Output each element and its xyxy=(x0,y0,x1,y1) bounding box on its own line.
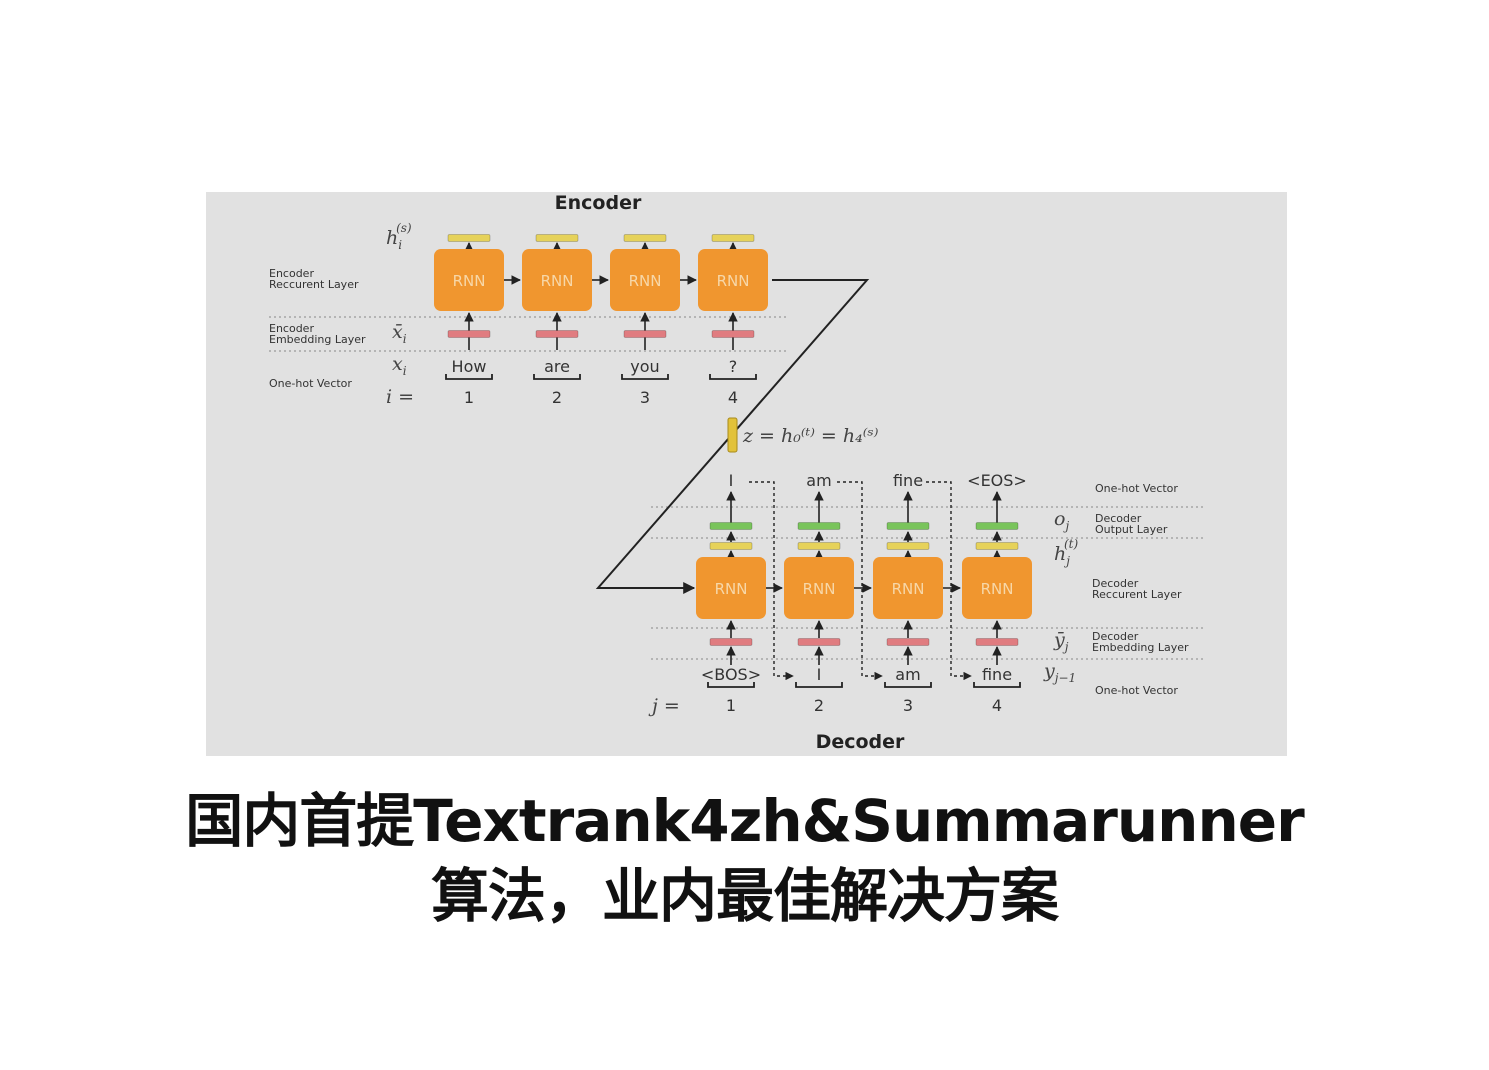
dec-cell-4-embed-bar xyxy=(975,638,1019,646)
dec-cell-1-output-token: I xyxy=(729,471,734,490)
enc-cell-2-bracket xyxy=(533,374,581,380)
enc-cell-3-token: you xyxy=(630,357,659,376)
dec-cell-2-embed-bar xyxy=(797,638,841,646)
dec-cell-4-bracket xyxy=(973,682,1021,688)
enc-cell-4-rnn xyxy=(698,249,768,311)
enc-cell-2-embed-bar xyxy=(535,330,579,338)
enc-label-embedding-1: Encoder xyxy=(269,322,314,335)
enc-cell-2-rnn xyxy=(522,249,592,311)
enc-label-recurrent-1: Encoder xyxy=(269,267,314,280)
enc-cell-1-rnn xyxy=(434,249,504,311)
dec-cell-2-rnn xyxy=(784,557,854,619)
dec-output-symbol: oj xyxy=(1054,508,1069,533)
dec-cell-3-rnn xyxy=(873,557,943,619)
dec-cell-1-rnn-label: RNN xyxy=(715,580,748,598)
dec-cell-3-output-bar xyxy=(886,522,930,530)
dec-cell-2-output-token: am xyxy=(806,471,831,490)
dec-cell-1-rnn xyxy=(696,557,766,619)
seq2seq-diagram: Encoder Decoder Encoder Reccurent Layer … xyxy=(206,192,1287,756)
enc-cell-4-token: ? xyxy=(729,357,738,376)
enc-cell-1-embed-bar xyxy=(447,330,491,338)
encoder-cells: RNN How 1 RNN are 2 RNN you 3 RNN? 4 xyxy=(434,234,768,407)
dec-label-output-1: Decoder xyxy=(1095,512,1142,525)
dec-label-onehot-top: One-hot Vector xyxy=(1095,482,1178,495)
dec-cell-3-hidden-bar xyxy=(886,542,930,550)
dec-label-output-2: Output Layer xyxy=(1095,523,1168,536)
dec-cell-1-feedback-arrow xyxy=(749,481,794,681)
dec-cell-2-output-bar xyxy=(797,522,841,530)
enc-cell-1-token: How xyxy=(452,357,487,376)
dec-cell-1-input-token: <BOS> xyxy=(701,665,761,684)
enc-cell-3-hidden-bar xyxy=(623,234,667,242)
dec-label-recurrent-2: Reccurent Layer xyxy=(1092,588,1182,601)
dec-cell-4-input-token: fine xyxy=(982,665,1012,684)
enc-cell-1-index: 1 xyxy=(464,388,474,407)
enc-cell-2-index: 2 xyxy=(552,388,562,407)
dec-cell-4-output-bar xyxy=(975,522,1019,530)
dec-cell-4-index: 4 xyxy=(992,696,1002,715)
context-equation: z = h₀⁽ᵗ⁾ = h₄⁽ˢ⁾ xyxy=(742,425,879,447)
enc-cell-4-index: 4 xyxy=(728,388,738,407)
enc-cell-1-hidden-bar xyxy=(447,234,491,242)
enc-cell-4-hidden-bar xyxy=(711,234,755,242)
enc-cell-2-hidden-bar xyxy=(535,234,579,242)
enc-hidden-symbol: hi(s) xyxy=(386,221,412,252)
enc-cell-4-bracket xyxy=(709,374,757,380)
dec-cell-1-index: 1 xyxy=(726,696,736,715)
dec-cell-3-feedback-arrow xyxy=(926,481,972,681)
caption-line-1: 国内首提Textrank4zh&Summarunner xyxy=(185,787,1304,855)
dec-embed-symbol: ȳj xyxy=(1053,629,1069,654)
dec-label-embedding-1: Decoder xyxy=(1092,630,1139,643)
dec-cell-3-embed-bar xyxy=(886,638,930,646)
caption-line-2: 算法，业内最佳解决方案 xyxy=(430,862,1059,930)
dec-cell-4-hidden-bar xyxy=(975,542,1019,550)
dec-cell-4-rnn xyxy=(962,557,1032,619)
dec-cell-2-hidden-bar xyxy=(797,542,841,550)
enc-cell-3-rnn xyxy=(610,249,680,311)
enc-label-embedding-2: Embedding Layer xyxy=(269,333,366,346)
enc-cell-3-bracket xyxy=(621,374,669,380)
enc-input-symbol: xi xyxy=(392,353,407,378)
dec-cell-2-input-token: I xyxy=(817,665,822,684)
dec-label-embedding-2: Embedding Layer xyxy=(1092,641,1189,654)
enc-cell-3-index: 3 xyxy=(640,388,650,407)
enc-cell-2-token: are xyxy=(544,357,570,376)
dec-cell-2-index: 2 xyxy=(814,696,824,715)
dec-hidden-symbol: hj(t) xyxy=(1054,537,1078,568)
dec-cell-1-embed-bar xyxy=(709,638,753,646)
enc-label-recurrent-2: Reccurent Layer xyxy=(269,278,359,291)
enc-cell-4-embed-bar xyxy=(711,330,755,338)
enc-cell-2-rnn-label: RNN xyxy=(541,272,574,290)
dec-index-label: j = xyxy=(648,695,680,717)
context-vector-bar xyxy=(727,417,738,453)
dec-cell-2-rnn-label: RNN xyxy=(803,580,836,598)
dec-cell-3-bracket xyxy=(884,682,932,688)
dec-cell-4-rnn-label: RNN xyxy=(981,580,1014,598)
decoder-title: Decoder xyxy=(816,731,905,753)
enc-index-label: i = xyxy=(386,386,414,408)
enc-embed-symbol: x̄i xyxy=(392,321,407,346)
dec-label-onehot-bottom: One-hot Vector xyxy=(1095,684,1178,697)
enc-cell-1-rnn-label: RNN xyxy=(453,272,486,290)
dec-cell-3-output-token: fine xyxy=(893,471,923,490)
diagram-canvas: Encoder Decoder Encoder Reccurent Layer … xyxy=(269,192,1206,753)
dec-cell-3-rnn-label: RNN xyxy=(892,580,925,598)
dec-cell-3-input-token: am xyxy=(895,665,920,684)
dec-cell-3-index: 3 xyxy=(903,696,913,715)
enc-cell-3-embed-bar xyxy=(623,330,667,338)
dec-cell-1-bracket xyxy=(707,682,755,688)
encoder-title: Encoder xyxy=(555,192,642,214)
dec-cell-1-hidden-bar xyxy=(709,542,753,550)
dec-cell-2-bracket xyxy=(795,682,843,688)
dec-label-recurrent-1: Decoder xyxy=(1092,577,1139,590)
enc-cell-3-rnn-label: RNN xyxy=(629,272,662,290)
enc-cell-4-rnn-label: RNN xyxy=(717,272,750,290)
dec-cell-4-output-token: <EOS> xyxy=(967,471,1027,490)
dec-cell-2-feedback-arrow xyxy=(837,481,883,681)
enc-cell-1-bracket xyxy=(445,374,493,380)
dec-input-symbol: yj−1 xyxy=(1043,660,1076,685)
dec-cell-1-output-bar xyxy=(709,522,753,530)
enc-label-onehot: One-hot Vector xyxy=(269,377,352,390)
